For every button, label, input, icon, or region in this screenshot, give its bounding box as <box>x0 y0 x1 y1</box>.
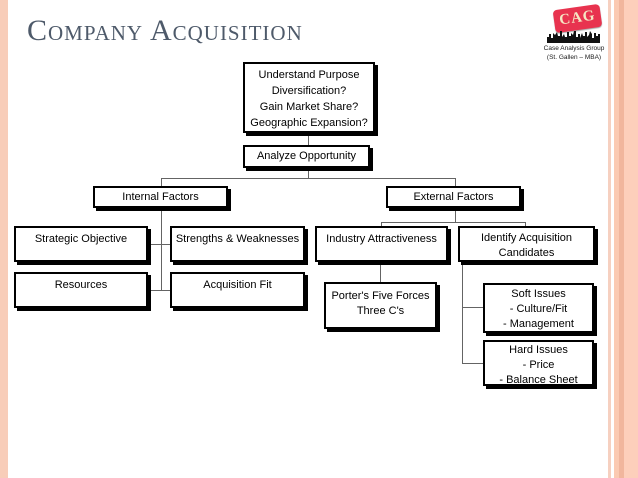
connector-line <box>308 168 309 178</box>
flow-box-understand-purpose: Understand Purpose Diversification? Gain… <box>243 62 375 133</box>
connector-line <box>462 307 483 308</box>
right-border-stripe <box>608 0 611 478</box>
flow-box-hard-issues: Hard Issues - Price - Balance Sheet <box>483 340 594 386</box>
connector-line <box>161 178 456 179</box>
connector-line <box>148 244 170 245</box>
right-border-stripe <box>619 0 624 478</box>
connector-line <box>161 208 162 290</box>
connector-line <box>161 178 162 186</box>
flow-box-resources: Resources <box>14 272 148 308</box>
flow-box-external-factors: External Factors <box>386 186 521 208</box>
connector-line <box>525 222 526 226</box>
connector-line <box>455 208 456 222</box>
slide-title: Company Acquisition <box>27 14 303 47</box>
right-border-stripe <box>624 0 638 478</box>
connector-line <box>148 290 170 291</box>
flow-box-strategic-objective: Strategic Objective <box>14 226 148 262</box>
logo-caption-line1: Case Analysis Group <box>543 45 605 52</box>
connector-line <box>308 133 309 145</box>
connector-line <box>462 263 463 364</box>
flow-box-internal-factors: Internal Factors <box>93 186 228 208</box>
flow-box-strengths-weaknesses: Strengths & Weaknesses <box>170 226 305 262</box>
left-border-stripe <box>0 0 8 478</box>
logo-caption-line2: (St. Gallen – MBA) <box>546 54 602 61</box>
flow-box-industry-attractiveness: Industry Attractiveness <box>315 226 448 262</box>
flow-box-soft-issues: Soft Issues - Culture/Fit - Management <box>483 283 594 333</box>
flow-box-analyze-opportunity: Analyze Opportunity <box>243 145 370 168</box>
connector-line <box>381 222 525 223</box>
flow-box-identify-acquisition-candidates: Identify Acquisition Candidates <box>458 226 595 262</box>
connector-line <box>380 262 381 282</box>
crowd-silhouette-icon <box>547 31 600 43</box>
right-border-stripe <box>614 0 619 478</box>
connector-line <box>455 178 456 186</box>
connector-line <box>381 222 382 226</box>
cag-badge-text: CAG <box>558 7 597 29</box>
flow-box-porters-five-forces: Porter's Five Forces Three C's <box>324 282 437 329</box>
flow-box-acquisition-fit: Acquisition Fit <box>170 272 305 308</box>
connector-line <box>462 363 483 364</box>
